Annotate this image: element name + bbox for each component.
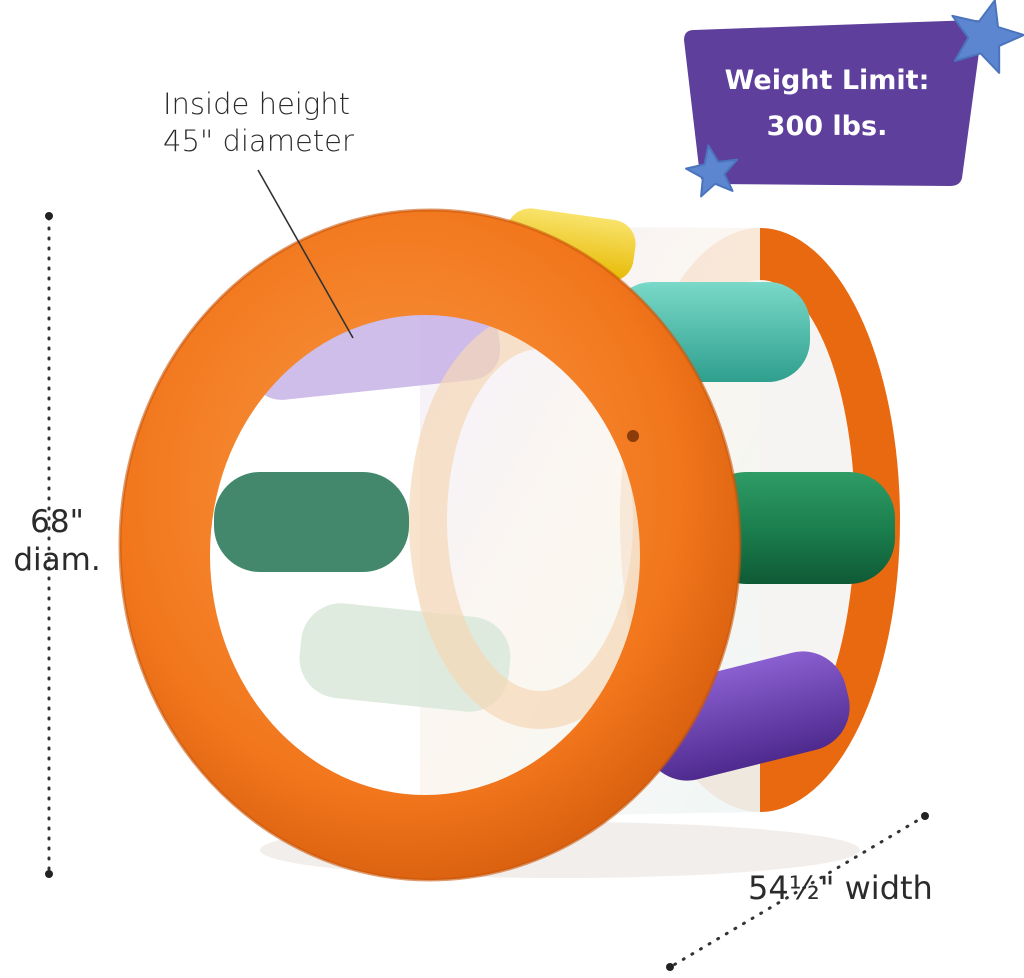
- air-valve: [627, 430, 639, 442]
- inside-height-label: Inside height 45" diameter: [163, 86, 354, 160]
- leader-line: [257, 169, 354, 339]
- weight-limit-badge: [684, 20, 983, 186]
- weight-limit-value: 300 lbs.: [766, 111, 888, 142]
- star-icon: [685, 144, 739, 198]
- front-ring: [118, 208, 742, 882]
- inside-height-line2: 45" diameter: [163, 124, 354, 158]
- diameter-value: 68": [30, 504, 84, 540]
- width-label: 54½" width: [748, 869, 933, 907]
- width-dimension-line: [666, 812, 929, 971]
- star-icon: [951, 0, 1024, 74]
- diameter-label: 68" diam.: [2, 503, 112, 579]
- tube-green: [700, 472, 895, 584]
- weight-limit-label: Weight Limit:: [724, 65, 930, 96]
- tube-inner-green: [214, 472, 409, 572]
- weight-limit-text: Weight Limit: 300 lbs.: [712, 58, 942, 150]
- diameter-dimension-line: [45, 212, 53, 878]
- diameter-unit: diam.: [13, 542, 101, 578]
- inside-height-line1: Inside height: [163, 87, 350, 121]
